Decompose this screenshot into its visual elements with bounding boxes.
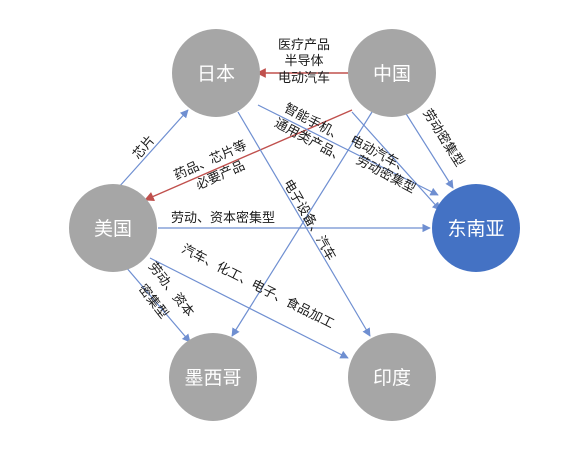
edge-label-china-sea-direct: 劳动密集型 [419, 106, 467, 170]
node-label-mexico: 墨西哥 [184, 367, 241, 389]
edges [117, 68, 454, 359]
node-label-southeast-asia: 东南亚 [447, 218, 504, 240]
node-mexico: 墨西哥 [169, 333, 257, 421]
edge-label-china-japan-2: 半导体 [284, 54, 323, 69]
node-label-japan: 日本 [197, 63, 235, 85]
edge-label-china-japan-3: 电动汽车 [278, 70, 330, 86]
edge-usa-india [149, 257, 349, 359]
edge-china-southeast-asia-direct [404, 111, 454, 189]
edge-china-usa [144, 109, 353, 201]
edge-label-japan-india: 电子设备、汽车 [280, 177, 339, 264]
edge-japan-india [237, 111, 371, 337]
edge-label-usa-southeast-asia: 劳动、资本密集型 [171, 210, 275, 226]
node-china: 中国 [348, 29, 436, 117]
edge-label-usa-india: 汽车、化工、电子、食品加工 [179, 241, 337, 332]
edge-usa-japan [117, 109, 189, 189]
node-label-india: 印度 [373, 367, 411, 389]
edge-label-china-japan-1: 医疗产品 [278, 38, 330, 53]
node-label-usa: 美国 [94, 218, 132, 240]
edge-china-mexico [231, 111, 373, 337]
edge-china-southeast-asia [351, 111, 441, 211]
node-usa: 美国 [69, 184, 157, 272]
node-label-china: 中国 [373, 63, 411, 85]
node-india: 印度 [348, 333, 436, 421]
node-japan: 日本 [172, 29, 260, 117]
node-southeast-asia: 东南亚 [432, 184, 520, 272]
edge-usa-mexico [124, 265, 191, 343]
nodes: 日本 中国 美国 东南亚 墨西哥 印度 [69, 29, 520, 421]
